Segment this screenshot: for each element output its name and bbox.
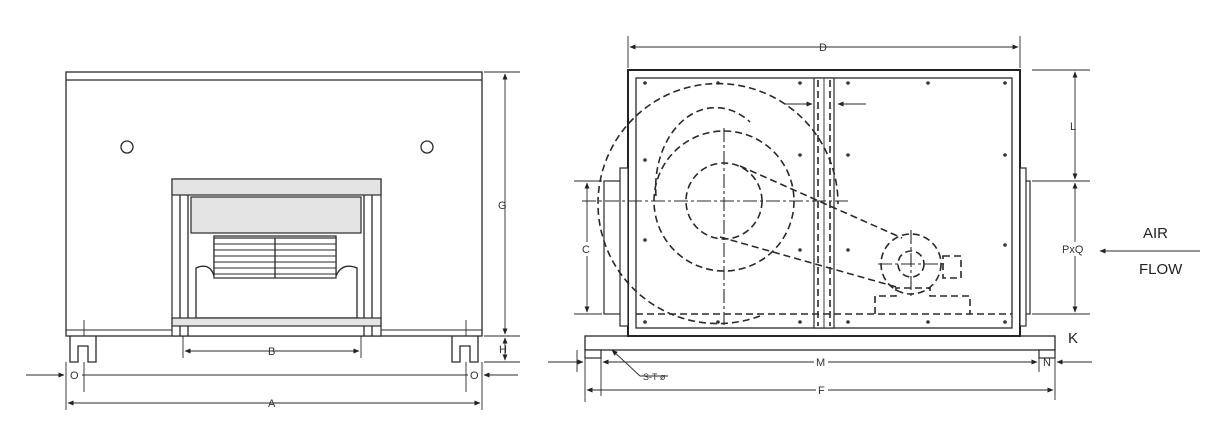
dim-label-l: L (1070, 121, 1076, 133)
belt-bottom (719, 236, 901, 289)
dim-label-f: F (818, 385, 825, 397)
fan-outlet-top-flange (171, 178, 382, 196)
dim-pxq-label-bg (1060, 242, 1090, 256)
dim-label-d: D (819, 42, 827, 54)
side-view: D L PxQ C K M N F (548, 36, 1092, 402)
dim-m-label-bg (814, 356, 828, 368)
dim-label-c: C (582, 244, 590, 256)
front-foot-right (451, 336, 479, 363)
airflow-label-flow: FLOW (1139, 261, 1183, 278)
dim-label-h: H (499, 344, 507, 356)
base-foot-left (584, 349, 602, 359)
front-hole-left (120, 140, 134, 154)
outlet-bottom-flange (171, 317, 382, 327)
front-view: G H B O O A (26, 71, 520, 410)
dim-label-k: K (1068, 330, 1078, 347)
dim-f-label-bg (816, 384, 828, 396)
inlet-flange-right-inner (1019, 167, 1027, 327)
fan-scroll-top (190, 196, 362, 234)
motor-end-box (942, 255, 962, 279)
front-hole-right (420, 140, 434, 154)
belt-top (739, 165, 903, 239)
fan-scroll-inlet (654, 106, 751, 197)
dim-label-pxq: PxQ (1062, 244, 1084, 256)
airflow-label-air: AIR (1143, 225, 1168, 242)
st-leader-arrow (611, 349, 641, 377)
dim-c-label-bg (580, 242, 594, 256)
motor-base (874, 287, 971, 314)
dim-label-m: M (816, 357, 825, 369)
airflow-indicator: AIR FLOW (1099, 225, 1200, 278)
fan-fins (213, 237, 337, 279)
dim-label-b: B (268, 346, 275, 358)
inlet-flange-left-inner (619, 167, 629, 327)
front-foot-left (69, 336, 97, 363)
dim-label-a: A (268, 398, 276, 410)
base-frame (584, 335, 1056, 351)
dim-label-o-right: O (470, 370, 479, 382)
fan-scroll-outer (597, 82, 839, 325)
dim-label-g: G (498, 200, 507, 212)
panel-screws (643, 81, 1007, 324)
dim-label-n: N (1043, 357, 1051, 369)
dim-label-st: S-T ø (643, 372, 666, 382)
dim-label-o-left: O (70, 370, 79, 382)
